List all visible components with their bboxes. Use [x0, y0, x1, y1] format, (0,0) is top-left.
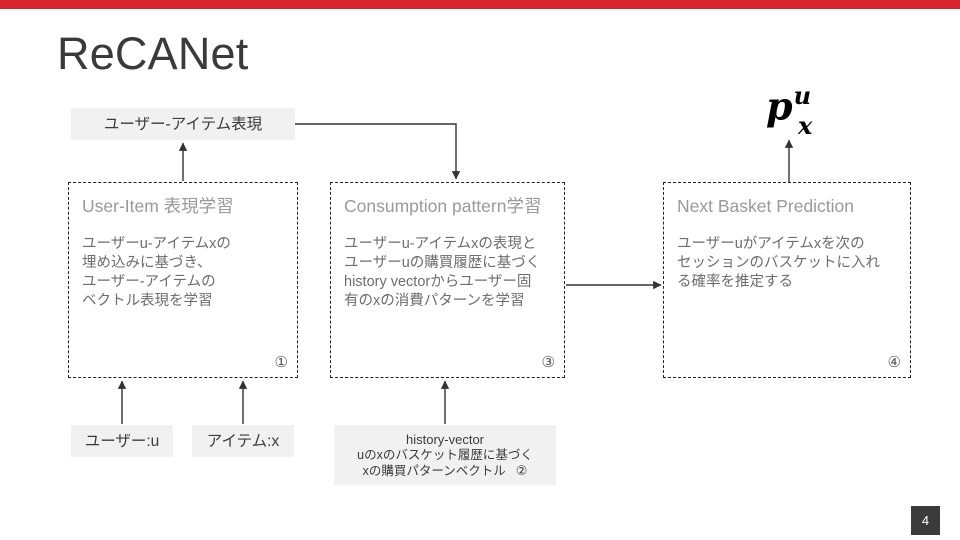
module-3-body-line-2: ユーザーuの購買履歴に基づく — [344, 255, 541, 271]
history-vector-line-2: xの購買パターンベクトル — [362, 463, 506, 478]
box-user-item-representation-label: ユーザー-アイテム表現 — [103, 115, 263, 133]
module-4-body-line-1: ユーザーuがアイテムxを次の — [677, 236, 865, 252]
box-item-input-label: アイテム:x — [206, 432, 280, 450]
module-1-body: ユーザーu-アイテムxの 埋め込みに基づき、 ユーザー-アイテムの ベクトル表現… — [82, 235, 289, 311]
arrow-representation-to-module3 — [295, 123, 461, 180]
module-3-number: ③ — [541, 354, 555, 371]
module-1-body-line-1: ユーザーu-アイテムxの — [82, 236, 231, 252]
page-title: ReCANet — [57, 28, 249, 79]
module-3-title: Consumption pattern学習 — [344, 196, 542, 216]
module-4-body: ユーザーuがアイテムxを次の セッションのバスケットに入れ る確率を推定する — [677, 235, 902, 292]
history-vector-title: history-vector — [405, 431, 485, 447]
box-user-item-representation[interactable]: ユーザー-アイテム表現 — [71, 108, 295, 140]
top-accent-bar — [0, 0, 960, 9]
module-1-number: ① — [274, 354, 288, 371]
module-4-title: Next Basket Prediction — [677, 196, 855, 216]
formula-probability: pux — [766, 78, 824, 140]
module-3-body-line-3: history vectorからユーザー固 — [344, 274, 532, 290]
formula-superscript: u — [793, 81, 812, 110]
module-4-body-line-2: セッションのバスケットに入れ — [677, 255, 880, 271]
module-1-body-line-3: ユーザー-アイテムの — [82, 274, 216, 290]
module-user-item-representation-learning[interactable]: User-Item 表現学習 ユーザーu-アイテムxの 埋め込みに基づき、 ユー… — [68, 182, 298, 378]
module-4-body-line-3: る確率を推定する — [677, 274, 793, 290]
history-vector-line-2-wrap: xの購買パターンベクトル ② — [363, 463, 528, 479]
box-item-input[interactable]: アイテム:x — [192, 425, 294, 457]
module-3-body-line-1: ユーザーu-アイテムxの表現と — [344, 236, 537, 252]
box-user-input[interactable]: ユーザー:u — [71, 425, 173, 457]
history-vector-line-1: uのxのバスケット履歴に基づく — [357, 447, 533, 462]
module-3-body-line-4: 有のxの消費パターンを学習 — [344, 293, 525, 309]
module-3-body: ユーザーu-アイテムxの表現と ユーザーuの購買履歴に基づく history v… — [344, 235, 556, 311]
box-history-vector[interactable]: history-vector uのxのバスケット履歴に基づく xの購買パターンベ… — [334, 425, 556, 485]
box-user-input-label: ユーザー:u — [84, 432, 160, 450]
history-vector-number: ② — [515, 462, 528, 478]
module-next-basket-prediction[interactable]: Next Basket Prediction ユーザーuがアイテムxを次の セッ… — [663, 182, 911, 378]
formula-subscript: x — [798, 111, 813, 141]
module-1-title: User-Item 表現学習 — [82, 196, 234, 216]
module-1-body-line-4: ベクトル表現を学習 — [82, 293, 213, 309]
formula-base: p — [766, 83, 793, 129]
module-1-body-line-2: 埋め込みに基づき、 — [82, 255, 212, 271]
page-number-badge: 4 — [911, 506, 940, 535]
module-4-number: ④ — [887, 354, 901, 371]
module-consumption-pattern-learning[interactable]: Consumption pattern学習 ユーザーu-アイテムxの表現と ユー… — [330, 182, 565, 378]
